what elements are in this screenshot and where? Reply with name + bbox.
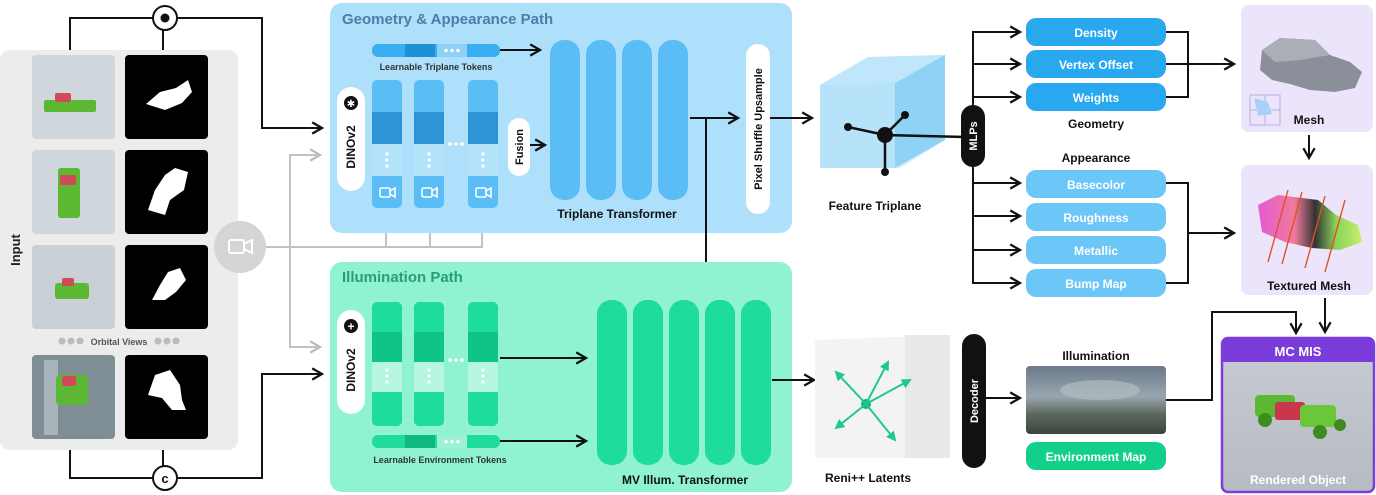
feature-triplane-label: Feature Triplane: [829, 199, 922, 213]
geometry-outputs: Density Vertex Offset Weights Geometry: [1026, 18, 1166, 131]
add-icon: [344, 319, 358, 333]
density-label: Density: [1074, 26, 1118, 40]
triplane-tokens-bar: [372, 44, 500, 57]
illum-transformer-block: [597, 300, 771, 465]
pixel-shuffle-pill: [746, 44, 770, 214]
basecolor-chip: [1026, 170, 1166, 198]
enc-col-3: [468, 80, 498, 208]
triplane-tokens-label: Learnable Triplane Tokens: [380, 62, 493, 72]
geometry-path-title: Geometry & Appearance Path: [342, 11, 553, 28]
orbital-dots: [58, 337, 180, 345]
environment-map-label: Environment Map: [1046, 450, 1147, 464]
roughness-chip: [1026, 203, 1166, 231]
weights-label: Weights: [1073, 91, 1120, 105]
vertex-offset-label: Vertex Offset: [1059, 58, 1133, 72]
view-images: Orbital Views: [32, 55, 208, 439]
triplane-transformer-block: [550, 40, 688, 200]
geometry-dinov2-label: DINOv2: [344, 125, 358, 169]
concat-node-icon: [152, 465, 178, 491]
vertex-offset-chip: [1026, 50, 1166, 78]
render-panel: MC MIS Rendered Object: [1220, 336, 1376, 494]
geometry-title: Geometry: [1068, 117, 1124, 131]
environment-map-image: [1026, 366, 1166, 434]
weights-chip: [1026, 83, 1166, 111]
illumination-path-title: Illumination Path: [342, 269, 463, 286]
mesh-panel: Mesh: [1241, 5, 1373, 132]
illum-dinov2-pill: [337, 310, 365, 414]
orbital-views-label: Orbital Views: [91, 337, 148, 347]
metallic-label: Metallic: [1074, 244, 1118, 258]
mesh-grid-icon: [1249, 94, 1281, 126]
environment-map-chip: [1026, 442, 1166, 470]
geometry-path-panel: Geometry & Appearance Path Learnable Tri…: [330, 3, 792, 233]
input-panel: Input Orbital Views: [0, 50, 238, 450]
appearance-outputs: Appearance Basecolor Roughness Metallic …: [1026, 151, 1166, 297]
triplane-transformer-label: Triplane Transformer: [557, 207, 677, 221]
illumination-title: Illumination: [1062, 349, 1129, 363]
mc-mis-label: MC MIS: [1275, 344, 1322, 359]
decoder-pill: [962, 334, 986, 468]
textured-mesh-label: Textured Mesh: [1267, 279, 1351, 293]
metallic-chip: [1026, 236, 1166, 264]
fusion-label: Fusion: [514, 129, 526, 165]
camera-icon: [421, 186, 438, 199]
illum-col-3: [468, 302, 498, 426]
geometry-encoder-columns: [372, 80, 498, 208]
feature-triplane-icon: [820, 55, 966, 176]
appearance-title: Appearance: [1062, 151, 1131, 165]
fusion-pill: [508, 118, 530, 176]
geometry-dinov2-pill: [337, 87, 365, 191]
mlps-label: MLPs: [968, 121, 980, 150]
illumination-path-panel: Illumination Path + DINOv2: [330, 262, 792, 492]
density-chip: [1026, 18, 1166, 46]
rendered-object-image: [1255, 395, 1346, 439]
camera-icon: [475, 186, 492, 199]
illum-col-1: [372, 302, 402, 426]
mlps-pill: [961, 105, 985, 167]
enc-col-1: [372, 80, 402, 208]
input-label: Input: [8, 233, 23, 265]
enc-col-2: [414, 80, 444, 208]
camera-node: [214, 221, 266, 273]
reni-latents-icon: [815, 335, 950, 458]
env-tokens-label: Learnable Environment Tokens: [373, 455, 506, 465]
illum-col-2: [414, 302, 444, 426]
decoder-label: Decoder: [969, 378, 981, 423]
view-photo-1: [32, 55, 115, 139]
roughness-label: Roughness: [1063, 211, 1129, 225]
basecolor-label: Basecolor: [1067, 178, 1125, 192]
mesh-label: Mesh: [1294, 113, 1325, 127]
camera-icon: [379, 186, 396, 199]
freeze-icon: [344, 96, 358, 110]
rendered-object-label: Rendered Object: [1250, 473, 1346, 487]
concat-symbol: c: [161, 471, 168, 486]
bump-map-chip: [1026, 269, 1166, 297]
freeze-symbol: ✱: [347, 99, 355, 110]
illum-encoder-columns: [372, 302, 498, 426]
pixel-shuffle-label: Pixel Shuffle Upsample: [753, 68, 765, 190]
illum-dinov2-label: DINOv2: [344, 348, 358, 392]
reni-latents-label: Reni++ Latents: [825, 471, 911, 485]
textured-mesh-panel: Textured Mesh: [1241, 165, 1373, 295]
bump-map-label: Bump Map: [1065, 277, 1126, 291]
illum-transformer-label: MV Illum. Transformer: [622, 473, 748, 487]
add-symbol: +: [347, 320, 354, 334]
camera-icon: [228, 238, 253, 255]
env-tokens-bar: [372, 435, 500, 448]
